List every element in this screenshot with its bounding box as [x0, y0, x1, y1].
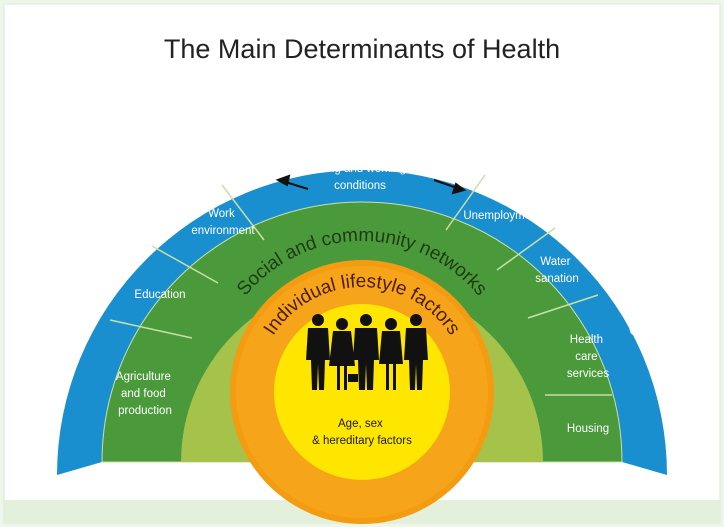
health-care-label: Health care services — [567, 334, 609, 380]
water-label: Water sanation — [535, 256, 578, 285]
work-environment-label: Work environment — [191, 208, 255, 237]
unemployment-label: Unemployment — [463, 210, 541, 222]
people-silhouettes-icon — [306, 314, 428, 390]
housing-label: Housing — [567, 423, 609, 435]
education-label: Education — [134, 289, 185, 301]
living-conditions-label: Living and working conditions — [311, 163, 409, 192]
segment-dividers — [109, 174, 612, 396]
diagram-title: The Main Determinants of Health — [163, 34, 561, 64]
arrow-left-icon — [275, 174, 309, 190]
arrow-right-icon — [433, 179, 467, 195]
agriculture-label: Agriculture and food production — [116, 371, 174, 417]
core-label: Age, sex & hereditary factors — [312, 418, 412, 447]
